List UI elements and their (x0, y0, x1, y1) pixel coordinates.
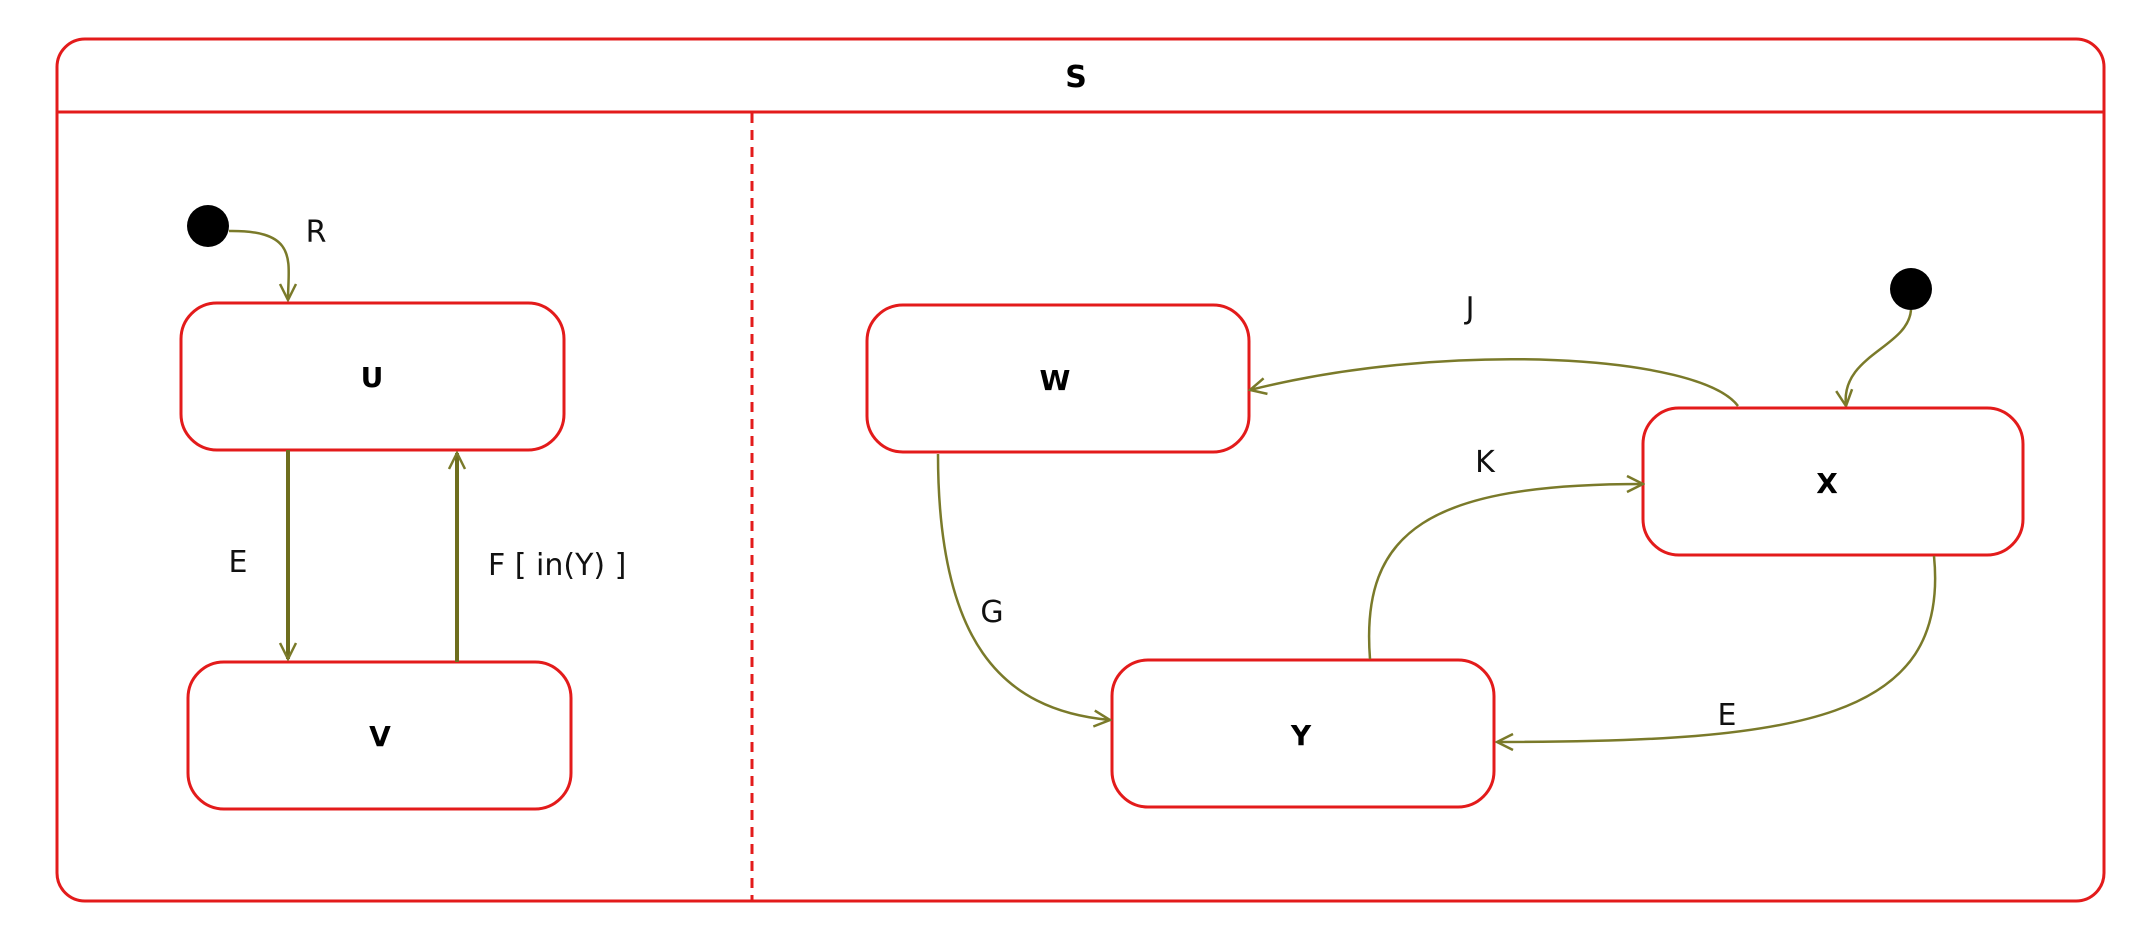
transition-label-j: J (1464, 291, 1475, 326)
state-v-label: V (369, 720, 391, 753)
transition-w-to-y[interactable] (936, 453, 1110, 720)
state-v[interactable]: V (186, 660, 573, 811)
left-region: R U V E F [ in(Y) ] (179, 205, 626, 811)
initial-pseudostate-left[interactable] (187, 205, 229, 247)
transition-init-to-x[interactable] (1846, 309, 1913, 406)
transition-label-f: F [ in(Y) ] (488, 548, 626, 583)
transition-label-g: G (980, 595, 1003, 630)
state-w-label: W (1040, 364, 1071, 397)
transition-x-to-w[interactable] (1250, 358, 1740, 407)
state-w[interactable]: W (865, 303, 1251, 454)
transition-label-e-right: E (1718, 698, 1737, 733)
transition-label-k: K (1475, 445, 1496, 480)
state-u-label: U (361, 361, 384, 394)
state-x[interactable]: X (1641, 406, 2025, 557)
transition-label-e-left: E (229, 545, 248, 580)
state-u[interactable]: U (179, 301, 566, 452)
state-x-label: X (1816, 467, 1838, 500)
transition-init-to-u[interactable] (228, 229, 289, 300)
transition-x-to-y[interactable] (1497, 555, 1937, 742)
transition-y-to-x[interactable] (1367, 484, 1643, 660)
initial-pseudostate-right[interactable] (1890, 268, 1932, 310)
state-y[interactable]: Y (1110, 658, 1496, 809)
transition-label-r: R (306, 215, 327, 250)
right-region: W X Y J K G E (865, 268, 2025, 809)
state-y-label: Y (1290, 719, 1312, 752)
superstate-title: S (1065, 60, 1087, 95)
